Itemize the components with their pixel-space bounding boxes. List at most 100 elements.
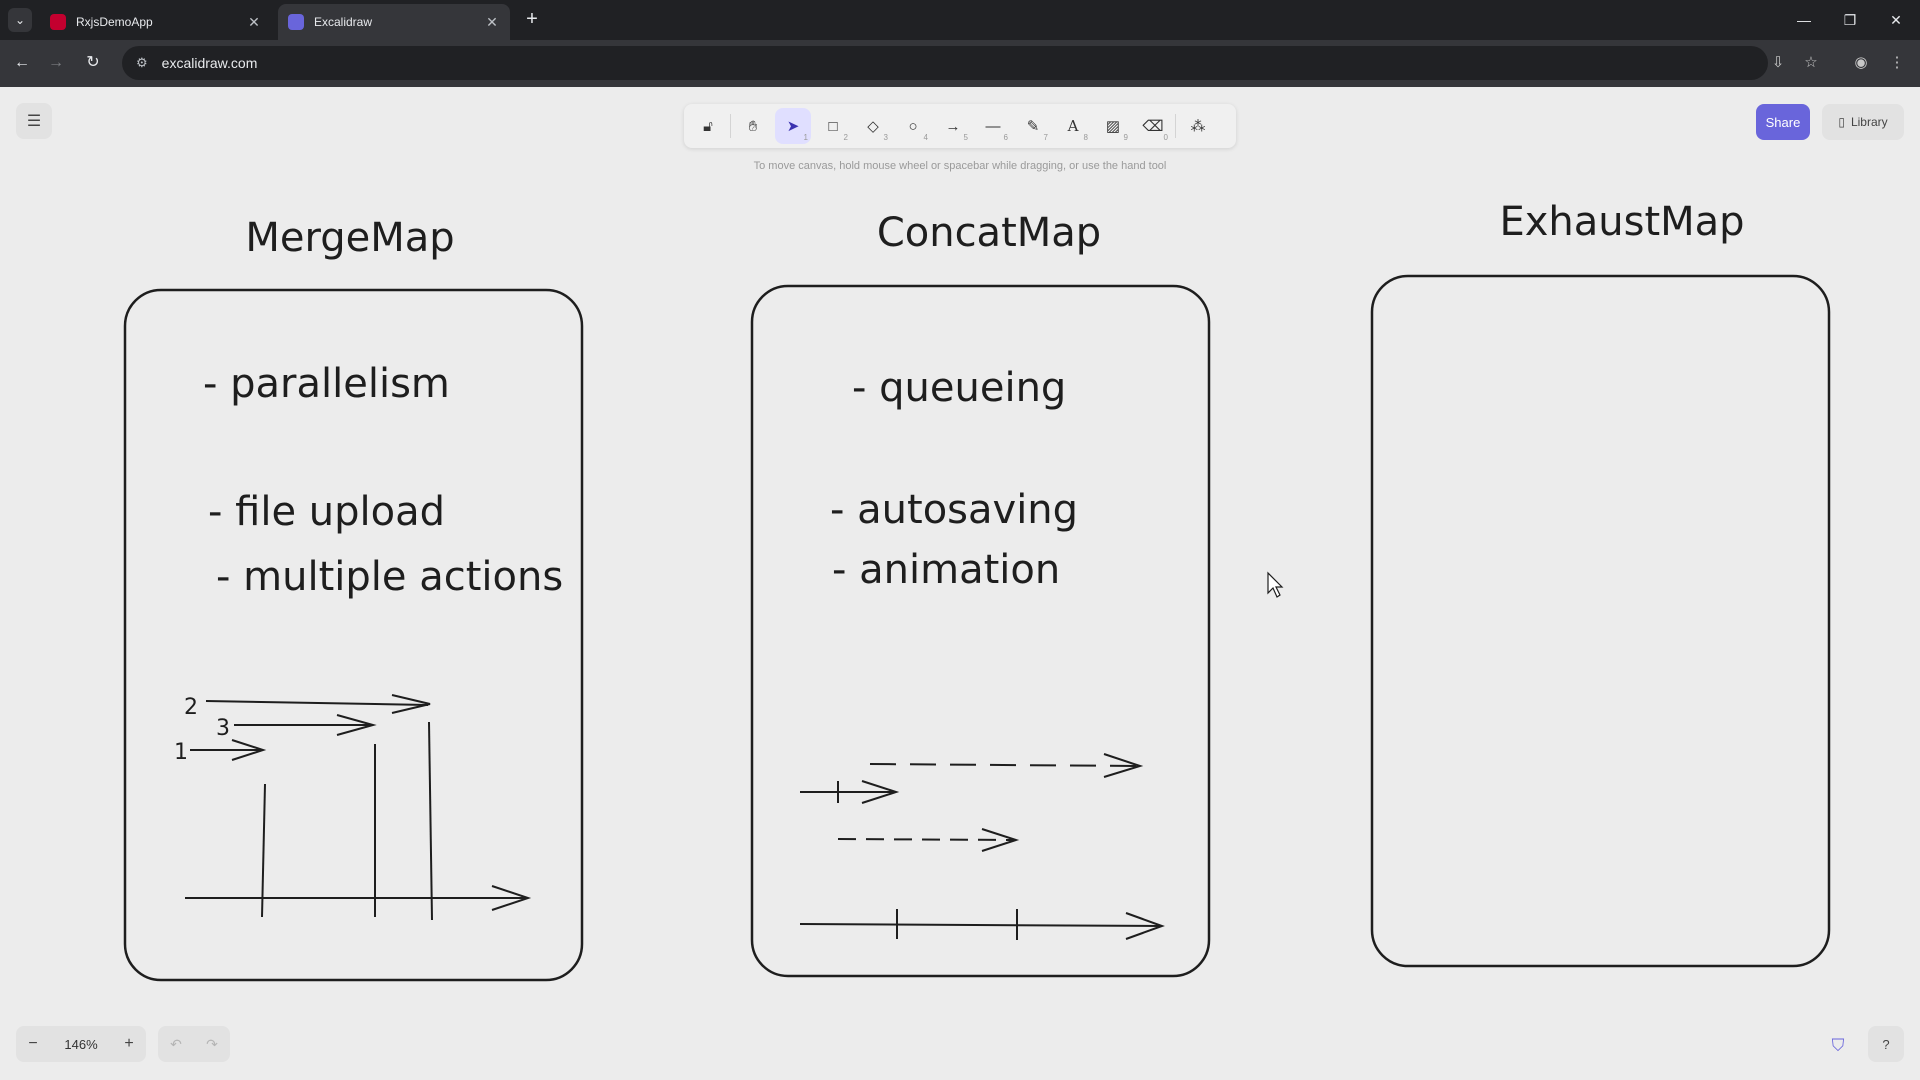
shortcut-key: 9 <box>1123 133 1128 142</box>
lock-icon: 🔓︎ <box>703 117 713 135</box>
close-window-button[interactable]: ✕ <box>1890 12 1902 28</box>
shortcut-key: 1 <box>803 133 808 142</box>
arrowhead[interactable] <box>391 694 431 714</box>
shortcut-key: 5 <box>963 133 968 142</box>
concatmap-title[interactable]: ConcatMap <box>877 210 1101 256</box>
angular-favicon-icon <box>50 14 66 30</box>
mouse-cursor-icon <box>1267 571 1284 598</box>
tab-search-button[interactable]: ⌄ <box>8 8 32 32</box>
dashed-stream-line[interactable] <box>869 763 1139 767</box>
hand-icon: ✋︎ <box>748 117 758 135</box>
tool-rectangle[interactable]: □2 <box>815 108 851 144</box>
tool-image[interactable]: ▨9 <box>1095 108 1131 144</box>
drawing-layer[interactable]: MergeMap - parallelism - file upload - m… <box>0 87 1920 1080</box>
forward-button[interactable]: → <box>48 54 64 71</box>
mergemap-item-multiple-actions[interactable]: - multiple actions <box>216 554 563 600</box>
tool-hand[interactable]: ✋︎ <box>735 108 771 144</box>
mergemap-item-parallelism[interactable]: - parallelism <box>203 361 450 407</box>
kebab-menu-icon[interactable]: ⋮ <box>1889 54 1905 71</box>
zoom-in-button[interactable]: + <box>124 1035 134 1052</box>
tool-ellipse[interactable]: ○4 <box>895 108 931 144</box>
question-icon: ? <box>1882 1036 1890 1052</box>
tool-draw[interactable]: ✎7 <box>1015 108 1051 144</box>
shortcut-key: 4 <box>923 133 928 142</box>
back-button[interactable]: ← <box>14 54 30 71</box>
concatmap-item-animation[interactable]: - animation <box>832 547 1060 593</box>
main-menu-button[interactable]: ☰ <box>16 103 52 139</box>
library-button[interactable]: ▯ Library <box>1822 104 1904 140</box>
minimize-button[interactable]: — <box>1797 12 1811 28</box>
arrowhead[interactable] <box>861 780 900 804</box>
redo-icon[interactable]: ↷ <box>206 1035 218 1052</box>
url-text: excalidraw.com <box>161 55 258 71</box>
hamburger-icon: ☰ <box>26 113 42 130</box>
exhaustmap-frame[interactable] <box>1370 274 1831 968</box>
dashed-stream-line[interactable] <box>837 838 1016 841</box>
restore-button[interactable]: ❐ <box>1843 12 1857 28</box>
eraser-icon: ⌫ <box>1142 118 1164 135</box>
share-button[interactable]: Share <box>1756 104 1810 140</box>
arrowhead[interactable] <box>231 739 267 761</box>
pencil-icon: ✎ <box>1026 118 1040 135</box>
toolbar-divider <box>1175 114 1176 138</box>
tab-title: RxjsDemoApp <box>76 15 153 29</box>
tool-line[interactable]: —6 <box>975 108 1011 144</box>
tool-selection[interactable]: ➤1 <box>775 108 811 144</box>
profile-icon[interactable]: ◉ <box>1854 54 1868 71</box>
arrowhead[interactable] <box>981 828 1020 852</box>
excalidraw-canvas[interactable]: MergeMap - parallelism - file upload - m… <box>0 87 1920 1080</box>
tick-line[interactable] <box>261 783 266 918</box>
bookmark-star-icon[interactable]: ☆ <box>1804 54 1818 71</box>
timeline-line[interactable] <box>799 923 1161 927</box>
arrowhead[interactable] <box>336 714 377 736</box>
help-button[interactable]: ? <box>1868 1026 1904 1062</box>
zoom-out-button[interactable]: − <box>28 1035 38 1052</box>
site-info-icon[interactable]: ⚙ <box>136 55 148 70</box>
line-icon: — <box>985 117 1001 135</box>
tool-arrow[interactable]: →5 <box>935 108 971 144</box>
tool-eraser[interactable]: ⌫0 <box>1135 108 1171 144</box>
stream-line-2[interactable] <box>205 700 429 706</box>
library-label: Library <box>1850 115 1888 129</box>
mergemap-frame[interactable] <box>123 288 584 982</box>
tab-excalidraw[interactable]: Excalidraw ✕ <box>278 4 510 40</box>
canvas-hint: To move canvas, hold mouse wheel or spac… <box>753 160 1167 172</box>
mergemap-marble-diagram[interactable] <box>185 694 532 921</box>
concatmap-frame[interactable] <box>750 284 1211 978</box>
tool-diamond[interactable]: ◇3 <box>855 108 891 144</box>
browser-tab-bar: ⌄ RxjsDemoApp ✕ Excalidraw ✕ + — ❐ ✕ <box>0 0 1920 40</box>
undo-redo-controls: ↶ ↷ <box>158 1026 230 1062</box>
arrow-icon: → <box>945 117 961 135</box>
excalidraw-favicon-icon <box>288 14 304 30</box>
arrowhead[interactable] <box>491 885 532 911</box>
stream-number-2[interactable]: 2 <box>184 695 198 720</box>
undo-icon[interactable]: ↶ <box>170 1035 182 1052</box>
browser-address-bar: ← → ↻ ⚙ excalidraw.com ⇩ ☆ ◉ ⋮ <box>0 40 1920 87</box>
exhaustmap-title[interactable]: ExhaustMap <box>1499 199 1744 245</box>
mergemap-item-file-upload[interactable]: - file upload <box>208 489 445 535</box>
diamond-icon: ◇ <box>867 118 879 135</box>
omnibox[interactable]: ⚙ excalidraw.com <box>122 46 1768 80</box>
tab-title: Excalidraw <box>314 15 373 29</box>
reload-button[interactable]: ↻ <box>86 54 100 71</box>
zoom-reset-button[interactable]: 146% <box>64 1036 98 1052</box>
tick-line[interactable] <box>428 721 433 921</box>
install-app-icon[interactable]: ⇩ <box>1771 54 1785 71</box>
close-tab-icon[interactable]: ✕ <box>248 13 260 30</box>
text-icon: A <box>1067 117 1079 135</box>
concatmap-item-queueing[interactable]: - queueing <box>852 365 1066 411</box>
arrowhead[interactable] <box>1125 912 1165 940</box>
stream-number-1[interactable]: 1 <box>174 740 188 765</box>
concatmap-item-autosaving[interactable]: - autosaving <box>830 487 1078 533</box>
stream-number-3[interactable]: 3 <box>216 716 230 741</box>
close-tab-icon[interactable]: ✕ <box>486 13 498 30</box>
mergemap-title[interactable]: MergeMap <box>245 215 454 261</box>
tab-rxjsdemoapp[interactable]: RxjsDemoApp ✕ <box>40 4 272 40</box>
arrowhead[interactable] <box>1103 753 1144 778</box>
new-tab-button[interactable]: + <box>526 8 538 30</box>
tool-lock[interactable]: 🔓︎ <box>690 108 726 144</box>
tool-more[interactable]: ⁂ <box>1180 108 1216 144</box>
concatmap-marble-diagram[interactable] <box>799 753 1165 940</box>
shield-check-icon[interactable]: ⛉ <box>1831 1036 1845 1055</box>
